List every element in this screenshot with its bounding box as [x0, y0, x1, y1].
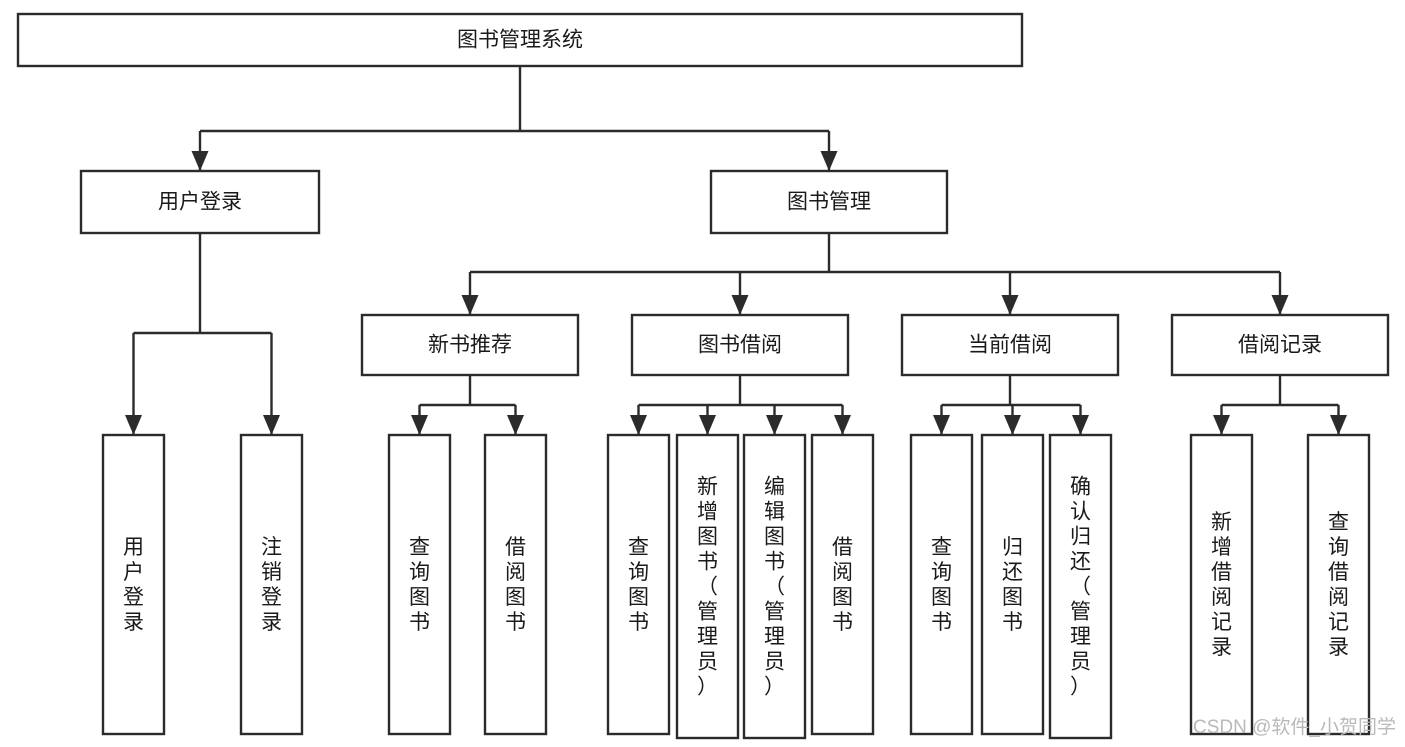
book-mgmt-arrow-2	[1001, 295, 1019, 315]
l3-3-arrow-1	[1330, 415, 1347, 435]
root-arrow-1	[820, 151, 838, 171]
node-leaf-6[interactable]: 编辑图书（管理员）	[742, 433, 807, 740]
node-level3-1-label: 图书借阅	[698, 334, 782, 357]
node-level2-0-label: 用户登录	[158, 191, 242, 214]
node-leaf-5-label: 新增图书（管理员）	[697, 476, 718, 699]
node-leaf-7[interactable]: 借阅图书	[810, 433, 875, 736]
node-leaf-8-label: 查询图书	[931, 536, 952, 634]
node-leaf-4[interactable]: 查询图书	[606, 433, 671, 736]
connectors-layer	[125, 66, 1347, 435]
node-leaf-6-label: 编辑图书（管理员）	[764, 476, 785, 699]
l3-1-arrow-2	[766, 415, 783, 435]
node-leaf-10-rect	[1048, 433, 1113, 740]
book-mgmt-arrow-3	[1271, 295, 1289, 315]
node-leaf-7-rect	[810, 433, 875, 736]
node-level2-0[interactable]: 用户登录	[79, 169, 321, 235]
node-leaf-2-rect	[387, 433, 452, 736]
node-leaf-0-label: 用户登录	[123, 536, 144, 634]
l3-0-arrow-0	[411, 415, 428, 435]
node-leaf-8[interactable]: 查询图书	[909, 433, 974, 736]
node-level3-2[interactable]: 当前借阅	[900, 313, 1120, 377]
node-leaf-10-label: 确认归还（管理员）	[1070, 476, 1091, 699]
node-leaf-7-label: 借阅图书	[832, 536, 853, 634]
node-leaf-2[interactable]: 查询图书	[387, 433, 452, 736]
node-level3-2-label: 当前借阅	[968, 334, 1052, 357]
node-leaf-1-label: 注销登录	[261, 536, 282, 634]
node-level3-0[interactable]: 新书推荐	[360, 313, 580, 377]
node-level2-1[interactable]: 图书管理	[709, 169, 949, 235]
node-leaf-11-rect	[1189, 433, 1254, 736]
node-leaf-5-rect	[675, 433, 740, 740]
node-leaf-3[interactable]: 借阅图书	[483, 433, 548, 736]
node-leaf-3-rect	[483, 433, 548, 736]
book-mgmt-arrow-1	[731, 295, 749, 315]
node-level3-0-rect	[360, 313, 580, 377]
node-level3-3[interactable]: 借阅记录	[1170, 313, 1390, 377]
l3-1-arrow-0	[630, 415, 647, 435]
l3-2-arrow-1	[1004, 415, 1021, 435]
l3-1-arrow-3	[834, 415, 851, 435]
node-root-label: 图书管理系统	[457, 29, 583, 52]
node-level3-0-label: 新书推荐	[428, 334, 512, 357]
node-leaf-0-rect	[101, 433, 166, 736]
node-leaf-1-rect	[239, 433, 304, 736]
node-leaf-12-rect	[1306, 433, 1371, 736]
node-level2-0-rect	[79, 169, 321, 235]
node-leaf-9[interactable]: 归还图书	[980, 433, 1045, 736]
node-leaf-11-label: 新增借阅记录	[1211, 511, 1232, 659]
node-level3-3-rect	[1170, 313, 1390, 377]
node-level3-3-label: 借阅记录	[1238, 334, 1322, 357]
node-leaf-10[interactable]: 确认归还（管理员）	[1048, 433, 1113, 740]
user-login-arrow-0	[125, 415, 142, 435]
l3-2-arrow-2	[1072, 415, 1089, 435]
root-arrow-0	[191, 151, 209, 171]
node-leaf-8-rect	[909, 433, 974, 736]
node-leaf-11[interactable]: 新增借阅记录	[1189, 433, 1254, 736]
node-leaf-1[interactable]: 注销登录	[239, 433, 304, 736]
node-leaf-4-rect	[606, 433, 671, 736]
boxes-layer: 图书管理系统用户登录图书管理新书推荐图书借阅当前借阅借阅记录用户登录注销登录查询…	[16, 12, 1390, 740]
book-mgmt-arrow-0	[461, 295, 479, 315]
node-leaf-9-label: 归还图书	[1002, 536, 1023, 634]
l3-0-arrow-1	[507, 415, 524, 435]
node-leaf-5[interactable]: 新增图书（管理员）	[675, 433, 740, 740]
node-level2-1-rect	[709, 169, 949, 235]
l3-2-arrow-0	[933, 415, 950, 435]
node-level3-2-rect	[900, 313, 1120, 377]
l3-1-arrow-1	[699, 415, 716, 435]
user-login-arrow-1	[263, 415, 280, 435]
node-leaf-0[interactable]: 用户登录	[101, 433, 166, 736]
node-level3-1-rect	[630, 313, 850, 377]
node-leaf-9-rect	[980, 433, 1045, 736]
node-root-rect	[16, 12, 1024, 68]
node-level2-1-label: 图书管理	[787, 191, 871, 214]
node-leaf-4-label: 查询图书	[628, 536, 649, 634]
node-leaf-3-label: 借阅图书	[505, 536, 526, 634]
node-root[interactable]: 图书管理系统	[16, 12, 1024, 68]
node-level3-1[interactable]: 图书借阅	[630, 313, 850, 377]
node-leaf-6-rect	[742, 433, 807, 740]
l3-3-arrow-0	[1213, 415, 1230, 435]
node-leaf-2-label: 查询图书	[409, 536, 430, 634]
node-leaf-12[interactable]: 查询借阅记录	[1306, 433, 1371, 736]
node-leaf-12-label: 查询借阅记录	[1328, 511, 1349, 659]
csdn-watermark: CSDN @软件_小贺同学	[1193, 716, 1396, 738]
